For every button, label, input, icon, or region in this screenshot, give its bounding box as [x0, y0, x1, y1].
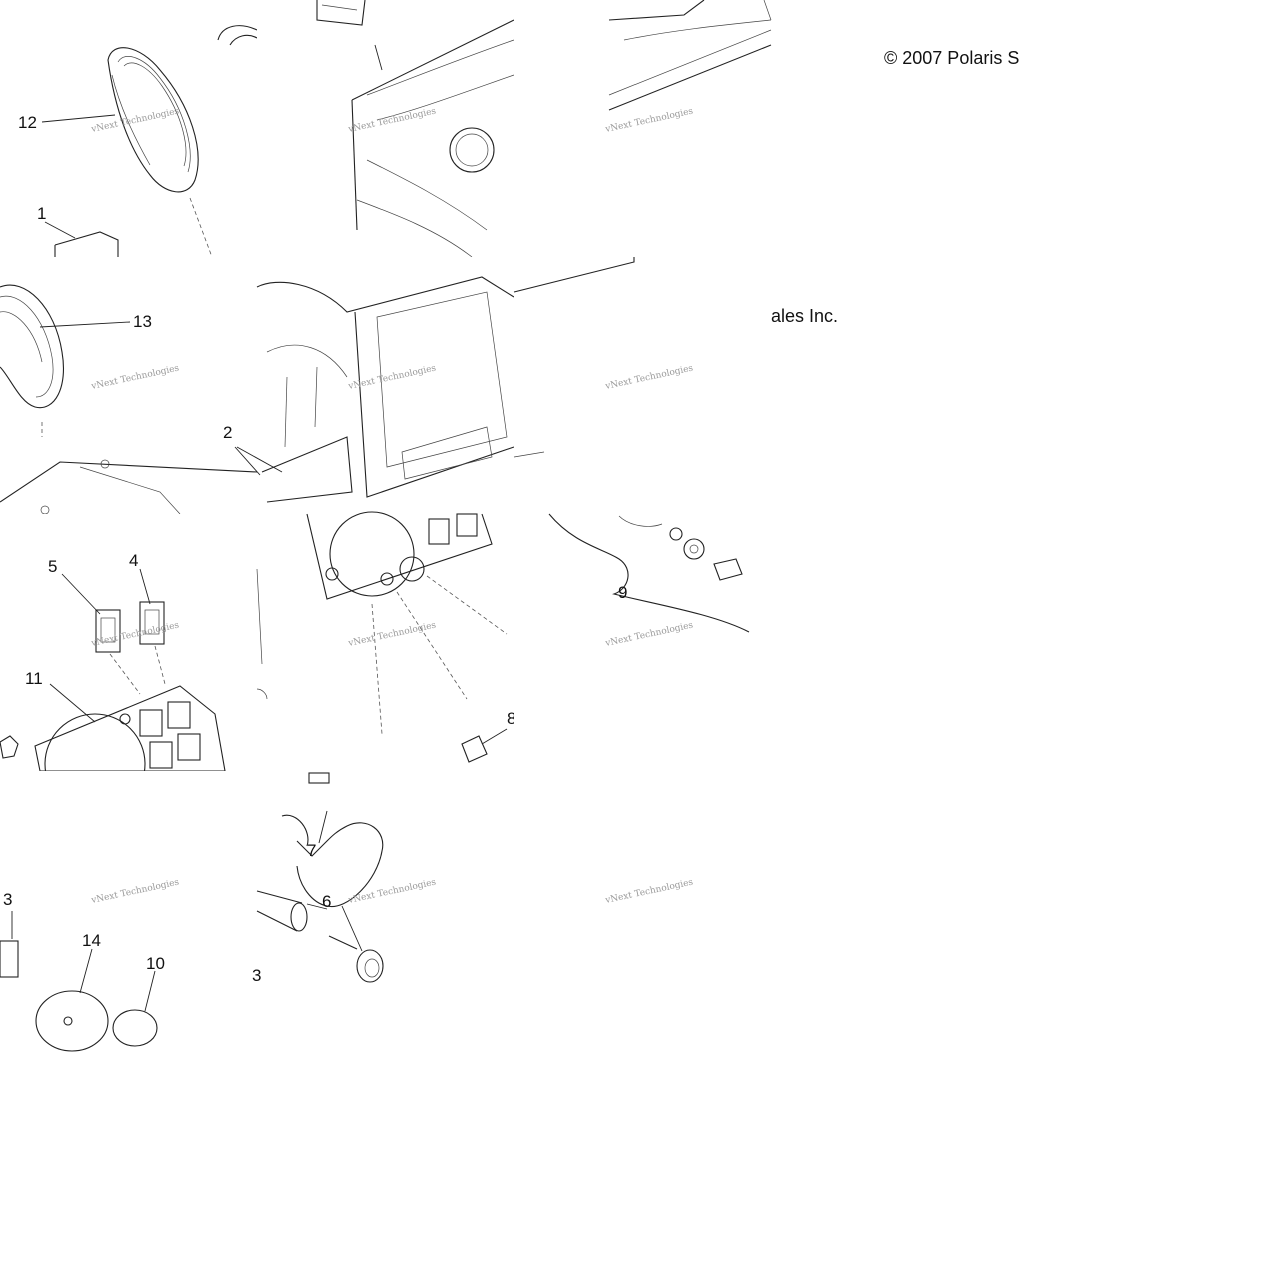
callout-1: 1 — [37, 204, 46, 223]
callout-5: 5 — [48, 557, 57, 576]
callout-4: 4 — [129, 551, 138, 570]
callout-9: 9 — [618, 583, 627, 602]
watermark: vNext Technologies — [604, 363, 695, 392]
callout-12: 12 — [18, 113, 37, 132]
tile-grip-13: 13 vNext Technologies — [0, 257, 258, 515]
tile-empty: vNext Technologies — [514, 771, 771, 1028]
tile-pod-mid: vNext Technologies — [513, 257, 771, 514]
tile-gauge-7: 8 vNext Technologies — [256, 511, 516, 771]
watermark: vNext Technologies — [347, 363, 438, 392]
callout-13: 13 — [133, 312, 152, 331]
watermark: vNext Technologies — [604, 620, 695, 649]
watermark: vNext Technologies — [604, 106, 695, 135]
callout-6: 6 — [322, 892, 331, 911]
callout-11: 11 — [25, 669, 43, 688]
tile-switches: 5 4 11 vNext Technologies — [0, 514, 257, 815]
tile-dash-top: vNext Technologies — [257, 0, 515, 258]
callout-14: 14 — [82, 931, 101, 950]
callout-3: 3 — [3, 890, 12, 909]
watermark: vNext Technologies — [90, 363, 181, 392]
copyright-part2: ales Inc. — [771, 306, 839, 326]
callout-10: 10 — [146, 954, 165, 973]
callout-2-group: 2 — [223, 423, 261, 476]
copyright-part1: © 2007 Polaris S — [884, 48, 1020, 68]
watermark: vNext Technologies — [604, 877, 695, 906]
callout-8: 8 — [507, 709, 516, 728]
callout-7: 7 — [307, 841, 316, 860]
tile-outlet-6: 7 6 3 vNext Technologies — [252, 771, 514, 1028]
watermark: vNext Technologies — [347, 106, 438, 135]
tile-pod-top: vNext Technologies — [514, 0, 772, 257]
tile-dash-body: vNext Technologies — [236, 257, 515, 514]
callout-3b: 3 — [252, 966, 261, 985]
callout-2: 2 — [223, 423, 232, 442]
watermark: vNext Technologies — [90, 106, 181, 135]
tile-key-9: 9 vNext Technologies — [514, 513, 771, 771]
watermark: vNext Technologies — [90, 877, 181, 906]
tile-grips-top: 12 1 vNext Technologies — [0, 0, 258, 258]
watermark: vNext Technologies — [90, 620, 181, 649]
tile-gauges-bottom: 3 14 10 vNext Technologies — [0, 771, 257, 1052]
watermark: vNext Technologies — [347, 620, 438, 649]
